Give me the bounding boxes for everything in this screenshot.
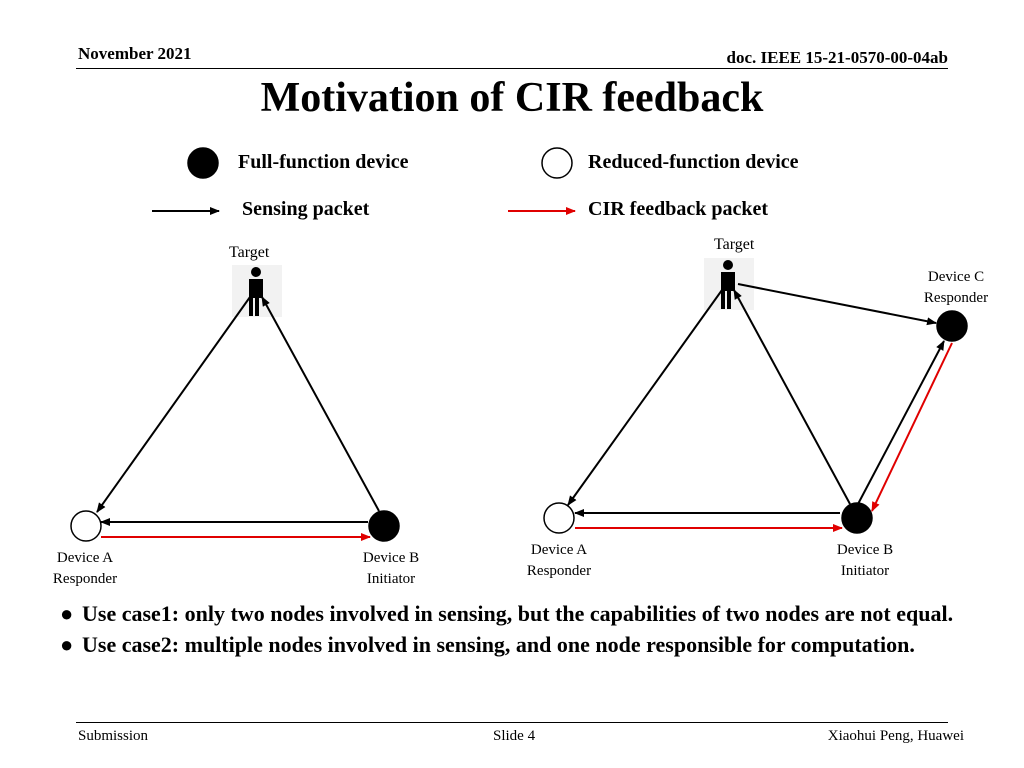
footer-slide-number: Slide 4 (493, 728, 536, 744)
legend-cir-label: CIR feedback packet (588, 198, 768, 220)
diagram-1 (70, 265, 400, 542)
device-b1-name: Device B (362, 550, 420, 566)
device-b1-label: Device B Initiator (331, 548, 451, 590)
bullet-item-1: ● Use case1: only two nodes involved in … (60, 598, 956, 629)
target-1-person-icon (249, 267, 263, 316)
diagram-2 (543, 258, 968, 534)
slide-title: Motivation of CIR feedback (260, 75, 764, 121)
target-2-label: Target (714, 236, 755, 253)
footer-author: Xiaohui Peng, Huawei (827, 728, 964, 744)
device-a2-role: Responder (526, 563, 592, 579)
sensing-arrow-b2-to-c (857, 340, 945, 505)
device-a1-label: Device A Responder (25, 548, 145, 590)
device-c-name: Device C (927, 269, 985, 285)
footer-rule (76, 722, 948, 723)
device-a1-node (70, 510, 102, 542)
header-rule (76, 68, 948, 69)
sensing-arrow-target-to-a1 (96, 296, 251, 513)
device-b1-node (368, 510, 400, 542)
device-b2-label: Device B Initiator (805, 540, 925, 582)
legend-full-device-label: Full-function device (238, 151, 409, 173)
device-a2-node (543, 502, 575, 534)
bullet-list: ● Use case1: only two nodes involved in … (60, 598, 956, 660)
device-a1-role: Responder (52, 571, 118, 587)
bullet-dot-icon: ● (60, 632, 74, 657)
target-2-person-icon (721, 260, 735, 309)
device-c-role: Responder (923, 290, 989, 306)
sensing-arrow-b1-to-target (261, 296, 380, 512)
legend-reduced-device-icon (541, 147, 573, 179)
footer-submission: Submission (78, 728, 149, 744)
header-date: November 2021 (78, 44, 192, 63)
cir-arrow-c-to-b2 (871, 342, 953, 512)
device-a2-name: Device A (530, 542, 588, 558)
bullet-item-2: ● Use case2: multiple nodes involved in … (60, 629, 956, 660)
device-b2-node (841, 502, 873, 534)
device-b1-role: Initiator (366, 571, 416, 587)
device-c-label: Device C Responder (896, 267, 1016, 309)
bullet-text-2: Use case2: multiple nodes involved in se… (82, 632, 915, 657)
device-c-node (936, 310, 968, 342)
sensing-arrow-target-to-a2 (567, 289, 723, 506)
device-b2-role: Initiator (840, 563, 890, 579)
device-a1-name: Device A (56, 550, 114, 566)
legend-reduced-device-label: Reduced-function device (588, 151, 799, 173)
legend-full-device-icon (187, 147, 219, 179)
sensing-arrow-b2-to-target (733, 289, 851, 505)
target-1-label: Target (229, 244, 270, 261)
bullet-text-1: Use case1: only two nodes involved in se… (82, 601, 954, 626)
device-b2-name: Device B (836, 542, 894, 558)
bullet-dot-icon: ● (60, 601, 74, 626)
device-a2-label: Device A Responder (499, 540, 619, 582)
header-doc-id: doc. IEEE 15-21-0570-00-04ab (726, 48, 948, 67)
sensing-arrow-target-to-c (737, 283, 937, 326)
legend-sensing-label: Sensing packet (242, 198, 370, 220)
